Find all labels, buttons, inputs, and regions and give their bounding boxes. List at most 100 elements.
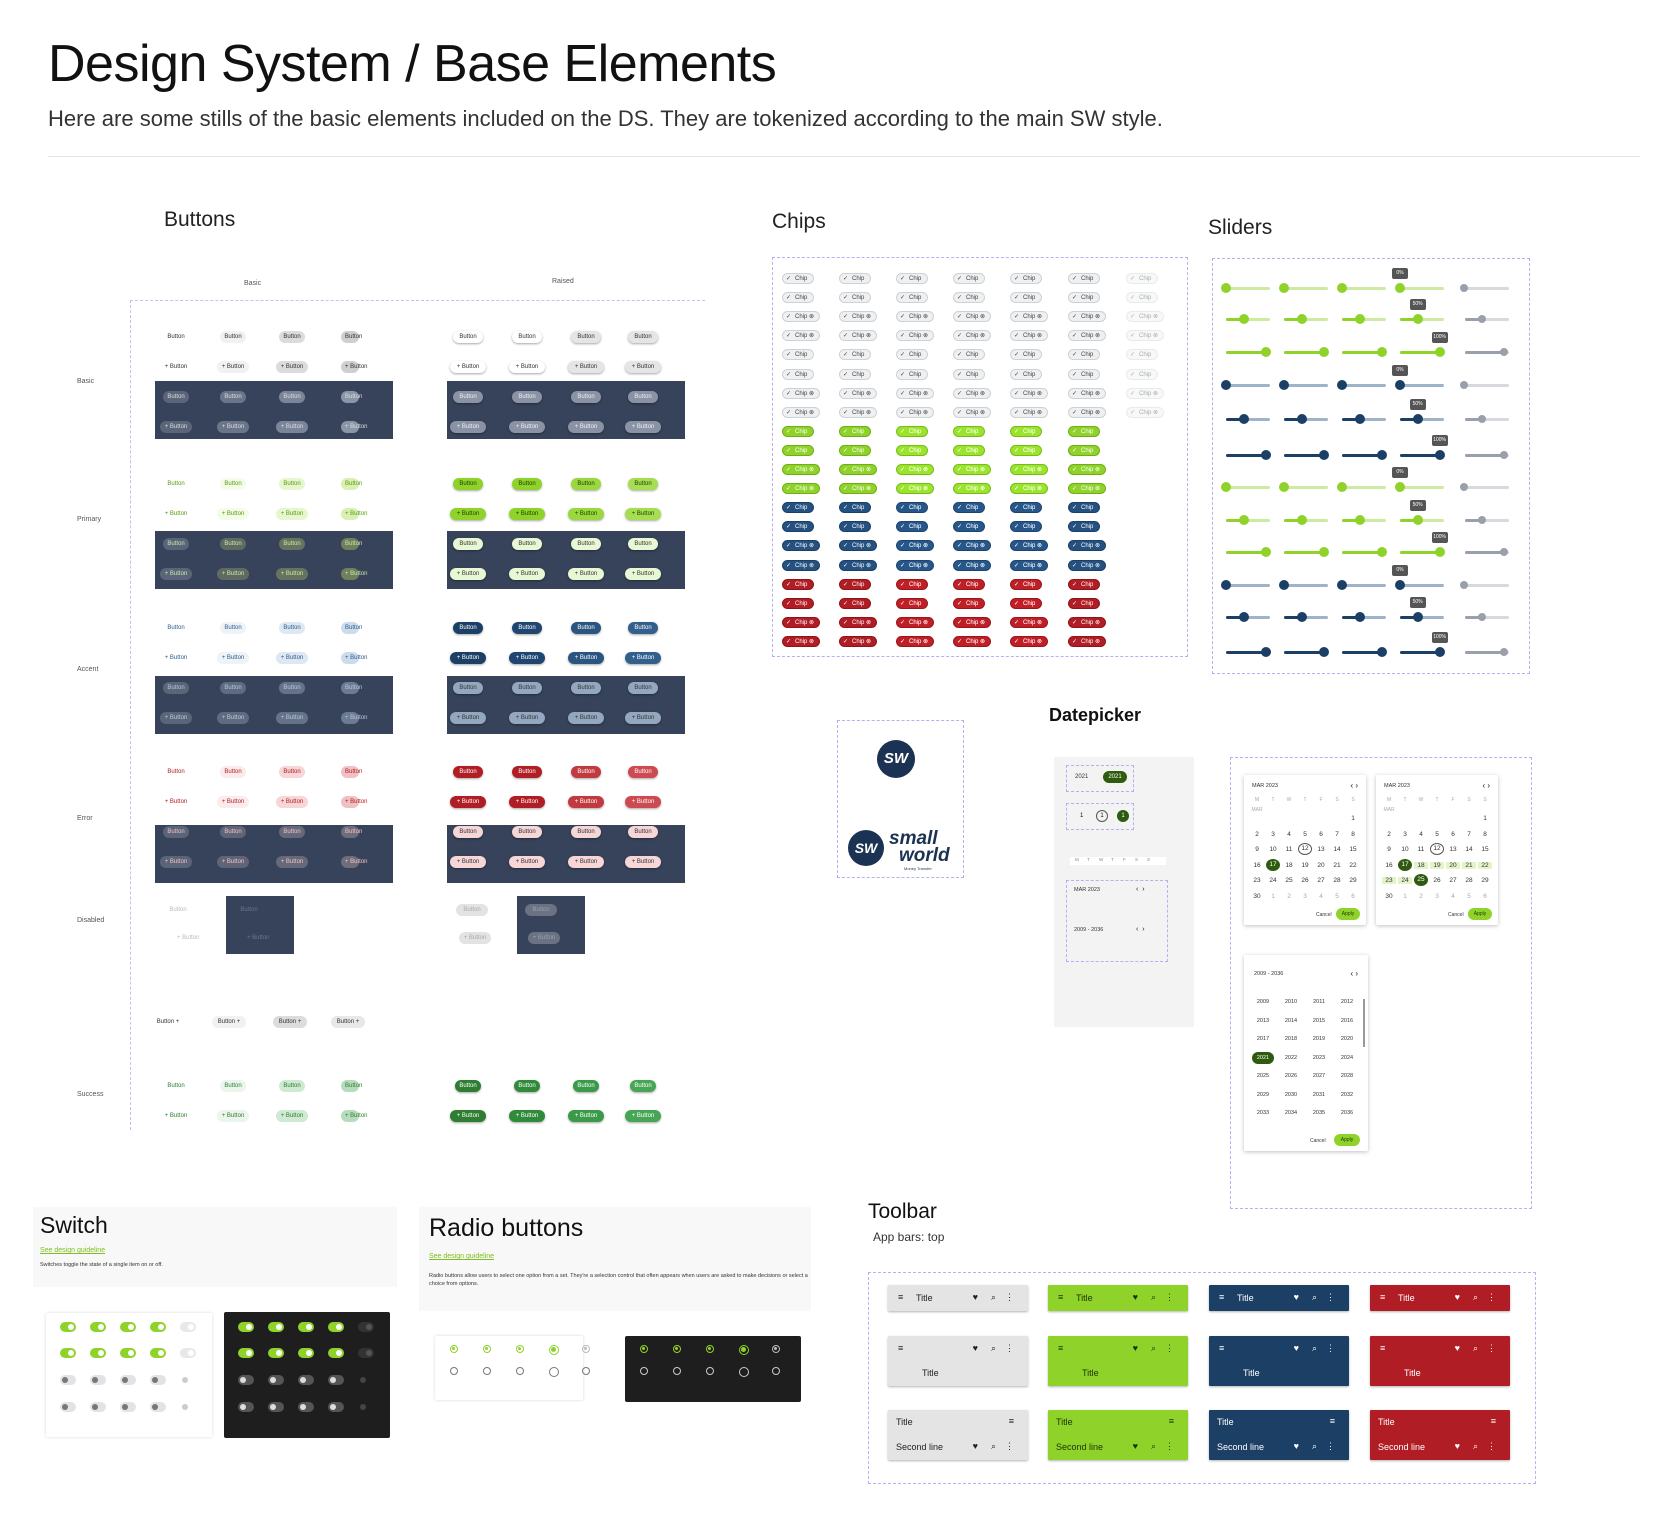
chip-3-2[interactable]: Chip ⊗	[896, 330, 934, 342]
chip-10-3[interactable]: Chip ⊗	[953, 464, 991, 476]
button-basic-0-1-3[interactable]: + Button	[341, 361, 368, 373]
button-trailing-icon-2[interactable]: Button +	[273, 1016, 307, 1028]
year-cell-2027[interactable]: 2027	[1312, 1073, 1326, 1079]
slider-knob-5-1[interactable]	[1318, 450, 1329, 460]
chip-9-1[interactable]: Chip	[839, 444, 871, 457]
button-basic-3-3-1[interactable]: + Button	[217, 856, 249, 868]
heart-icon[interactable]: ♥	[1132, 1343, 1138, 1353]
calendar-0-day[interactable]: 19	[1301, 861, 1309, 869]
chip-14-4[interactable]: Chip ⊗	[1010, 540, 1048, 552]
calendar-0-day[interactable]: 7	[1335, 830, 1339, 838]
more-vert-icon[interactable]: ⋮	[1487, 1292, 1496, 1302]
chip-4-0[interactable]: Chip	[782, 349, 814, 361]
switch-dark-0-3[interactable]	[328, 1322, 344, 1332]
button-raised-0-0-3[interactable]: Button	[628, 331, 658, 343]
chip-3-3[interactable]: Chip ⊗	[953, 330, 991, 342]
button-basic-0-2-2[interactable]: Button	[279, 391, 305, 403]
chip-3-1[interactable]: Chip ⊗	[839, 330, 877, 342]
menu-icon[interactable]: ≡	[1058, 1343, 1064, 1353]
button-raised-3-0-2[interactable]: Button	[571, 766, 601, 778]
button-basic-1-3-0[interactable]: + Button	[160, 568, 192, 580]
slider-knob-8-1[interactable]	[1318, 547, 1329, 557]
slider-knob-6-0[interactable]	[1221, 482, 1231, 492]
chip-16-1[interactable]: Chip	[839, 578, 871, 591]
year-cell-2021[interactable]: 2021	[1252, 1051, 1274, 1064]
slider-knob-1-0[interactable]	[1238, 314, 1249, 324]
chip-6-4[interactable]: Chip ⊗	[1010, 387, 1048, 400]
switch-dark-2-1[interactable]	[268, 1375, 284, 1385]
menu-icon[interactable]: ≡	[1380, 1292, 1386, 1302]
button-raised-3-2-1[interactable]: Button	[512, 826, 542, 838]
chip-18-3[interactable]: Chip ⊗	[953, 616, 991, 629]
button-success-0-3[interactable]: Button	[341, 1080, 362, 1092]
button-basic-2-0-1[interactable]: Button	[220, 622, 246, 634]
menu-icon[interactable]: ≡	[1219, 1343, 1225, 1353]
button-raised-3-3-3[interactable]: + Button	[625, 856, 661, 868]
search-icon[interactable]: ⌕	[1150, 1441, 1156, 1451]
switch-light-2-3[interactable]	[150, 1375, 166, 1385]
calendar-0-day[interactable]: 6	[1351, 892, 1355, 900]
switch-dark-2-0[interactable]	[238, 1375, 254, 1385]
button-raised-0-2-2[interactable]: Button	[571, 391, 601, 403]
button-basic-1-2-3[interactable]: Button	[341, 538, 362, 550]
chip-1-0[interactable]: Chip	[782, 292, 814, 304]
mini-prev-next[interactable]: ‹ ›	[1136, 886, 1145, 893]
year-grid-cancel[interactable]: Cancel	[1310, 1138, 1326, 1144]
chip-6-0[interactable]: Chip ⊗	[782, 387, 820, 400]
year-cell-2018[interactable]: 2018	[1284, 1036, 1298, 1042]
chip-0-4[interactable]: Chip	[1010, 273, 1042, 285]
calendar-0-day[interactable]: 6	[1319, 830, 1323, 838]
button-basic-1-2-2[interactable]: Button	[279, 538, 305, 550]
slider-knob-8-0[interactable]	[1260, 547, 1271, 557]
year-cell-2026[interactable]: 2026	[1284, 1073, 1298, 1079]
switch-dark-3-0[interactable]	[238, 1402, 254, 1412]
radio-unselected-dark-0[interactable]	[640, 1367, 648, 1375]
calendar-0-day[interactable]: 25	[1285, 877, 1293, 884]
radio-unselected-light-1[interactable]	[483, 1367, 491, 1375]
chip-14-3[interactable]: Chip ⊗	[953, 540, 991, 552]
calendar-0-day[interactable]: 22	[1349, 861, 1357, 869]
chip-13-5[interactable]: Chip	[1068, 521, 1100, 533]
slider-knob-5-2[interactable]	[1376, 450, 1387, 460]
button-raised-3-1-2[interactable]: + Button	[568, 796, 604, 808]
button-success-raised-0-3[interactable]: Button	[630, 1080, 656, 1092]
step-2[interactable]: 1	[1096, 810, 1108, 822]
menu-icon[interactable]: ≡	[898, 1292, 904, 1302]
button-basic-3-0-3[interactable]: Button	[341, 766, 362, 778]
button-basic-0-3-2[interactable]: + Button	[276, 421, 308, 433]
menu-icon[interactable]: ≡	[1380, 1343, 1386, 1353]
chip-5-1[interactable]: Chip	[839, 368, 871, 381]
switch-light-1-0[interactable]	[60, 1348, 76, 1358]
calendar-0-day[interactable]: 26	[1301, 877, 1309, 884]
slider-knob-10-0[interactable]	[1238, 612, 1249, 622]
year-cell-2034[interactable]: 2034	[1284, 1110, 1298, 1116]
calendar-0-day[interactable]: 3	[1303, 892, 1307, 900]
chip-2-0[interactable]: Chip ⊗	[782, 311, 820, 323]
slider-knob-0-0[interactable]	[1221, 283, 1231, 293]
button-basic-1-1-1[interactable]: + Button	[217, 508, 249, 520]
chip-2-5[interactable]: Chip ⊗	[1068, 311, 1106, 323]
calendar-1-day[interactable]: 14	[1465, 846, 1473, 853]
radio-selected-light-2[interactable]	[516, 1345, 524, 1353]
chip-10-2[interactable]: Chip ⊗	[896, 464, 934, 476]
menu-icon[interactable]: ≡	[1008, 1416, 1014, 1426]
chip-15-2[interactable]: Chip ⊗	[896, 559, 934, 572]
switch-light-1-3[interactable]	[150, 1348, 166, 1358]
chip-18-4[interactable]: Chip ⊗	[1010, 616, 1048, 629]
slider-knob-1-3[interactable]	[1412, 314, 1423, 324]
switch-light-0-0[interactable]	[60, 1322, 76, 1332]
button-raised-1-0-3[interactable]: Button	[628, 478, 658, 490]
button-raised-1-2-1[interactable]: Button	[512, 538, 542, 550]
chip-4-6[interactable]: Chip	[1126, 349, 1158, 361]
chip-4-2[interactable]: Chip	[896, 349, 928, 361]
slider-knob-9-4[interactable]	[1460, 581, 1468, 589]
button-raised-1-0-0[interactable]: Button	[453, 478, 483, 490]
chip-15-0[interactable]: Chip ⊗	[782, 559, 820, 572]
more-vert-icon[interactable]: ⋮	[1005, 1343, 1014, 1353]
year-cell-2032[interactable]: 2032	[1340, 1091, 1354, 1098]
slider-knob-7-0[interactable]	[1238, 515, 1249, 525]
button-basic-3-1-2[interactable]: + Button	[276, 796, 308, 808]
calendar-0-day[interactable]: 20	[1317, 861, 1325, 869]
calendar-1-day[interactable]: 15	[1481, 846, 1489, 853]
radio-selected-light-3[interactable]	[549, 1345, 559, 1355]
